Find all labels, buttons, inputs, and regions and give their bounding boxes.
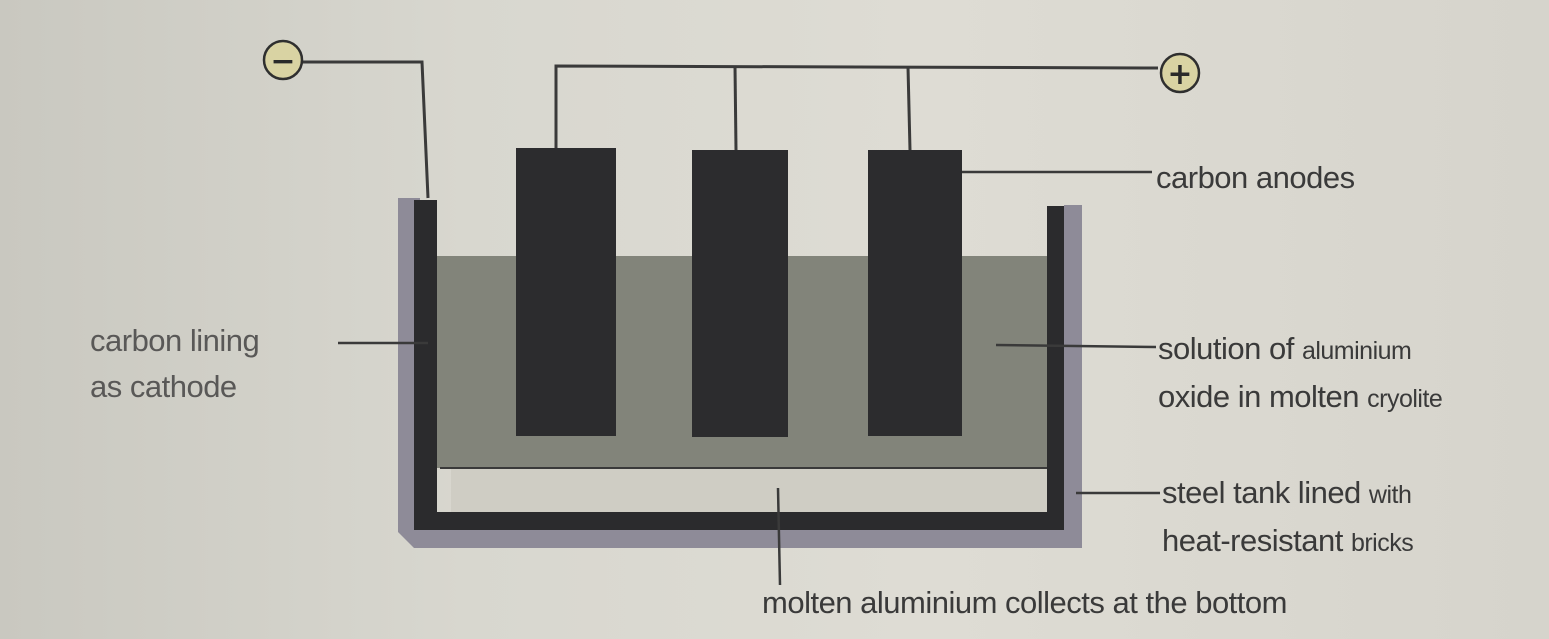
label-molten-aluminium: molten aluminium collects at the bottom (762, 585, 1287, 620)
label-solution-line2: oxide in molten cryolite (1158, 374, 1443, 422)
negative-terminal: − (262, 39, 304, 81)
negative-terminal-circle (262, 39, 304, 81)
label-steel-tank-line2: heat-resistant bricks (1162, 518, 1414, 566)
positive-terminal-symbol: + (1167, 57, 1192, 92)
negative-wire (302, 60, 430, 199)
leader-lines (338, 170, 1160, 586)
positive-terminal-circle (1159, 52, 1201, 94)
negative-terminal-symbol: − (270, 44, 295, 79)
molten-aluminium-layer (451, 468, 1047, 512)
label-carbon-lining: carbon lining as cathode (90, 318, 260, 410)
label-solution-line1-small: aluminium (1301, 337, 1412, 365)
positive-wire (554, 64, 1159, 151)
label-steel-tank-line1: steel tank lined with (1162, 470, 1413, 518)
label-solution-line1-main: solution of (1158, 331, 1302, 366)
carbon-anode-2 (692, 150, 788, 437)
label-solution: solution of aluminium oxide in molten cr… (1158, 326, 1443, 422)
label-steel-tank-line2-main: heat-resistant (1162, 523, 1351, 558)
label-solution-line2-small: cryolite (1367, 385, 1443, 413)
label-steel-tank-line1-main: steel tank lined (1162, 475, 1369, 510)
label-steel-tank-line1-small: with (1368, 481, 1412, 509)
label-solution-line2-main: oxide in molten (1158, 379, 1368, 414)
label-carbon-lining-line2: as cathode (90, 369, 237, 404)
leader-solution (995, 343, 1157, 349)
label-solution-line1: solution of aluminium (1158, 326, 1442, 374)
carbon-anode-3 (868, 150, 962, 436)
leader-molten-aluminium (776, 487, 782, 586)
label-steel-tank-line2-small: bricks (1350, 529, 1414, 557)
label-carbon-anodes: carbon anodes (1156, 160, 1355, 195)
label-steel-tank: steel tank lined with heat-resistant bri… (1162, 470, 1414, 566)
carbon-anode-1 (516, 148, 616, 436)
label-carbon-lining-line1: carbon lining (90, 323, 260, 358)
positive-terminal: + (1159, 52, 1201, 94)
